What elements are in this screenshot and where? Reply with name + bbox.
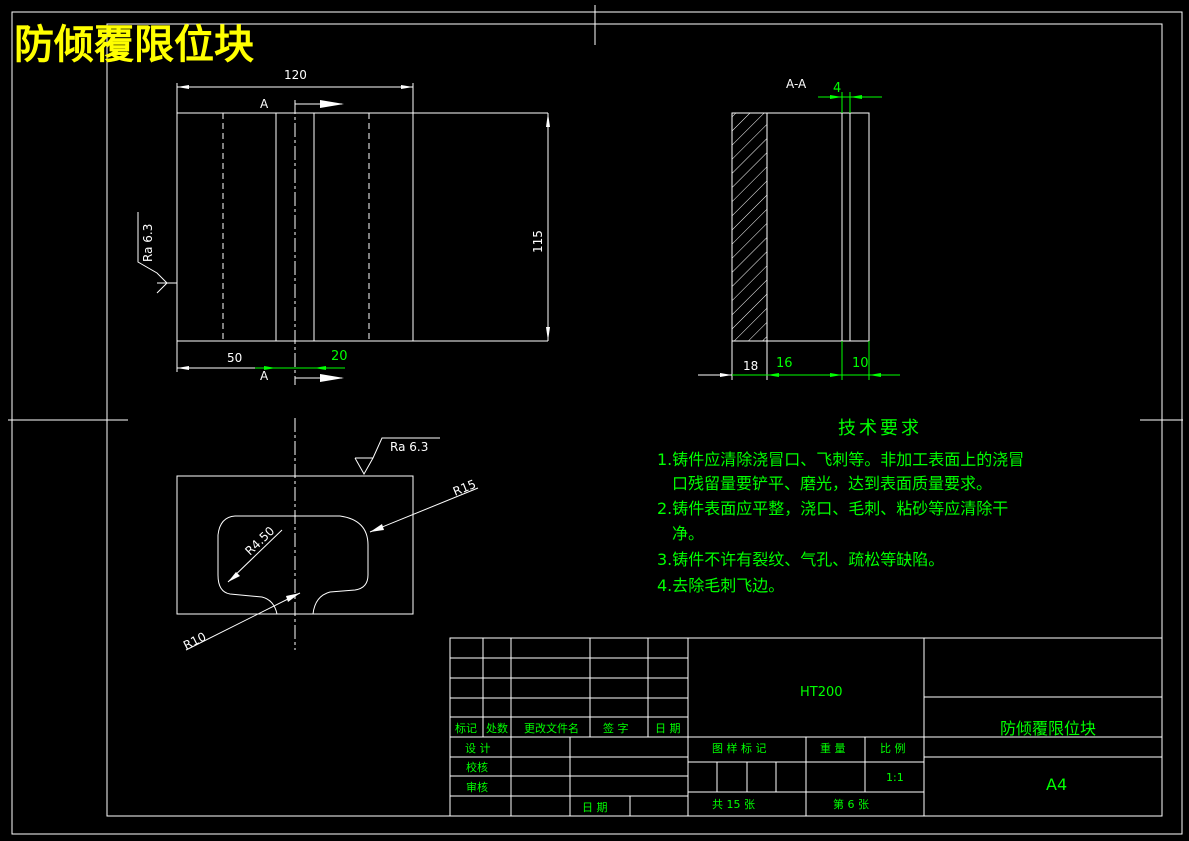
dim-height-text: 115 <box>531 230 545 253</box>
front-view: 120 A 115 50 20 A Ra 6.3 <box>137 68 550 385</box>
rev-header-sign: 签 字 <box>603 721 629 735</box>
material-text: HT200 <box>800 685 843 700</box>
outer-border <box>11 11 1183 835</box>
part-name-text: 防倾覆限位块 <box>1000 719 1096 738</box>
section-mark-top: A <box>260 97 269 111</box>
note-line-2: 口残留量要铲平、磨光，达到表面质量要求。 <box>672 474 992 493</box>
total-sheets: 共 15 张 <box>712 798 755 811</box>
section-label: A-A <box>786 77 807 91</box>
roughness-symbol-left <box>137 212 168 294</box>
title-block: 标记 处数 更改文件名 签 字 日 期 设 计 校核 审核 日 期 HT200 … <box>449 637 1163 817</box>
stage-label: 图 样 标 记 <box>712 741 767 755</box>
note-line-4: 净。 <box>672 524 704 543</box>
scale-value: 1:1 <box>886 771 904 784</box>
section-hatch <box>731 112 768 342</box>
note-line-5: 3.铸件不许有裂纹、气孔、疏松等缺陷。 <box>657 550 944 569</box>
note-line-6: 4.去除毛刺飞边。 <box>657 576 784 595</box>
profile-cutout <box>217 515 369 615</box>
sheet-number: 第 6 张 <box>833 797 869 811</box>
review-label: 审核 <box>466 780 488 794</box>
dim-a-text: 18 <box>743 359 758 373</box>
radius-r450: R4.50 <box>242 524 277 558</box>
scale-label: 比 例 <box>880 741 906 755</box>
dim-left-text: 50 <box>227 351 242 365</box>
date-label: 日 期 <box>582 801 608 814</box>
dim-slot-text: 20 <box>331 349 348 364</box>
rev-header-doc: 更改文件名 <box>524 721 579 735</box>
drawing-title: 防倾覆限位块 <box>14 22 254 68</box>
weight-label: 重 量 <box>820 741 846 755</box>
note-line-1: 1.铸件应清除浇冒口、飞刺等。非加工表面上的浇冒 <box>657 450 1024 469</box>
dim-b-text: 16 <box>776 356 793 371</box>
technical-notes: 技术要求 1.铸件应清除浇冒口、飞刺等。非加工表面上的浇冒 口残留量要铲平、磨光… <box>657 418 1024 595</box>
check-label: 校核 <box>466 760 488 774</box>
dim-width-text: 120 <box>284 68 307 82</box>
note-line-3: 2.铸件表面应平整，浇口、毛刺、粘砂等应清除干 <box>657 499 1008 518</box>
bottom-view: Ra 6.3 R15 R4.50 R10 <box>176 418 479 653</box>
section-mark-bottom: A <box>260 369 269 383</box>
dim-c-text: 10 <box>852 356 869 371</box>
notes-heading: 技术要求 <box>838 418 922 439</box>
roughness-left-text: Ra 6.3 <box>141 224 155 262</box>
sheet-size-text: A4 <box>1046 775 1067 794</box>
rev-header-count: 处数 <box>486 722 508 735</box>
radius-r10: R10 <box>181 629 208 652</box>
rev-header-mark: 标记 <box>455 721 477 735</box>
radius-r15: R15 <box>451 477 478 499</box>
section-view: A-A 4 18 16 10 <box>698 77 900 380</box>
design-label: 设 计 <box>465 742 491 755</box>
roughness-bottom-text: Ra 6.3 <box>390 440 428 454</box>
rev-header-date: 日 期 <box>655 722 681 735</box>
dim-top-text: 4 <box>833 81 841 96</box>
